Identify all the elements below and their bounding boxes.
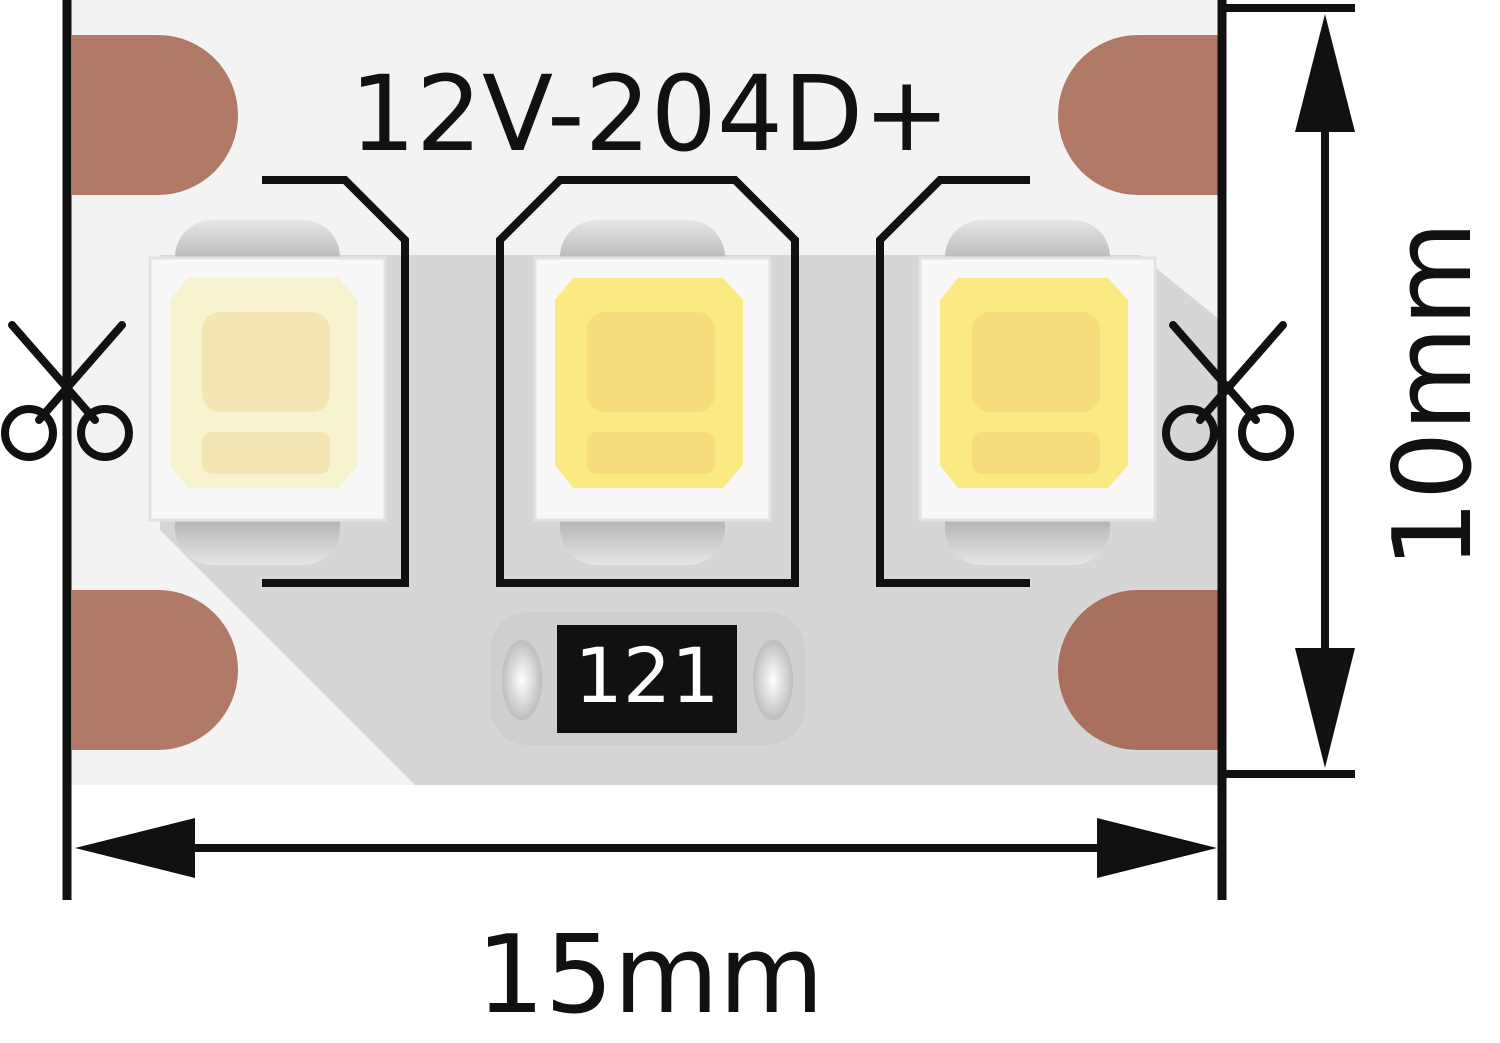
silkscreen-outlines: [262, 176, 1030, 587]
model-label: 12V-204D+: [350, 53, 951, 175]
height-dimension: 10mm: [1222, 4, 1496, 778]
scissors-icon: [1162, 321, 1294, 461]
arrow-left-icon: [75, 818, 195, 878]
led-chip-right: [918, 220, 1157, 565]
cut-lines: [62, 0, 1227, 900]
smd-resistor: 121: [490, 612, 805, 745]
led-chip-center: [533, 220, 772, 565]
arrow-up-icon: [1295, 14, 1355, 132]
height-label: 10mm: [1371, 221, 1496, 569]
led-outline-left: [262, 176, 409, 587]
scissors-icon: [1, 321, 133, 461]
arrow-right-icon: [1097, 818, 1217, 878]
resistor-label-bg: [557, 625, 737, 733]
solder-pads: [72, 35, 1218, 750]
copper-pad-top-right: [1058, 35, 1218, 195]
width-dimension: 15mm: [75, 818, 1217, 1038]
copper-pad-bottom-left: [72, 590, 238, 750]
arrow-down-icon: [1295, 648, 1355, 768]
resistor-code: 121: [574, 631, 719, 720]
copper-pad-bottom-right: [1058, 590, 1218, 750]
led-chip-left: [148, 220, 387, 565]
width-label: 15mm: [476, 913, 824, 1038]
led-outline-right: [876, 176, 1030, 587]
led-outline-center: [496, 176, 799, 587]
copper-pad-top-left: [72, 35, 238, 195]
